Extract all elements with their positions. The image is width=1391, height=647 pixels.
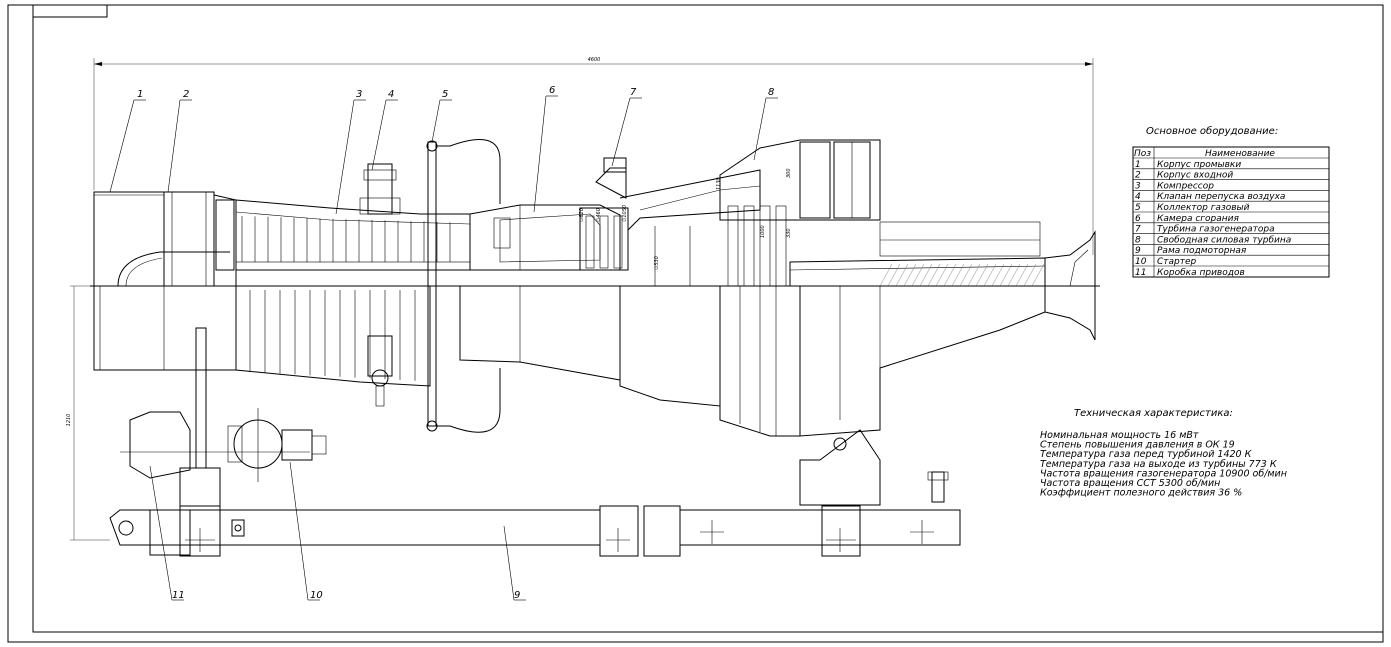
leader-6: 6 xyxy=(549,85,555,96)
height-dimension: 1210 xyxy=(66,285,110,541)
stamp-box xyxy=(32,4,108,18)
engine-section-upper xyxy=(93,139,1096,287)
leader-5: 5 xyxy=(442,89,448,100)
spec-line: Степень повышения давления в ОК 19 xyxy=(1040,440,1235,451)
leader-3: 3 xyxy=(356,89,362,100)
leader-1: 1 xyxy=(137,89,143,100)
dim-330: 330 xyxy=(786,228,792,238)
leader-2: 2 xyxy=(183,89,189,100)
dim-1050: ∅1050 xyxy=(622,205,628,222)
overall-dimension-label: 4600 xyxy=(588,57,601,63)
equipment-row-pos: 1 xyxy=(1135,160,1141,170)
dim-530: ∅530 xyxy=(654,256,660,270)
equipment-row-pos: 7 xyxy=(1135,225,1141,235)
spec-line: Частота вращения газогенератора 10900 об… xyxy=(1040,468,1287,479)
dim-460: ∅460 xyxy=(596,208,602,222)
spec-line: Номинальная мощность 16 мВт xyxy=(1040,430,1199,441)
equipment-row-name: Турбина газогенератора xyxy=(1157,225,1275,235)
outer-frame xyxy=(7,4,1384,643)
equipment-row-pos: 6 xyxy=(1135,214,1141,224)
equipment-row-pos: 8 xyxy=(1135,235,1141,245)
equipment-row-pos: 10 xyxy=(1135,257,1147,267)
leader-9: 9 xyxy=(514,590,520,601)
equipment-row-name: Камера сгорания xyxy=(1157,214,1239,224)
overall-dimension: 4600 xyxy=(93,57,1094,255)
leaders xyxy=(109,95,778,601)
spec-line: Температура газа на выходе из турбины 77… xyxy=(1040,459,1278,470)
equipment-row-pos: 3 xyxy=(1135,181,1141,191)
leader-11: 11 xyxy=(172,590,185,601)
equipment-row-name: Компрессор xyxy=(1157,181,1214,191)
equipment-header-pos: Поз xyxy=(1134,149,1151,159)
equipment-row-name: Коллектор газовый xyxy=(1157,203,1250,213)
leader-numbers: 1 2 3 4 5 6 7 8 9 10 11 xyxy=(137,85,774,601)
gearbox-and-starter xyxy=(120,327,327,507)
specs-block: Техническая характеристика: Номинальная … xyxy=(1040,408,1287,499)
dim-1130: 1130 xyxy=(716,177,722,190)
equipment-row-name: Коробка приводов xyxy=(1157,268,1245,278)
equipment-row-pos: 5 xyxy=(1135,203,1141,213)
spec-line: Температура газа перед турбиной 1420 К xyxy=(1040,449,1253,460)
equipment-row-pos: 2 xyxy=(1135,171,1141,181)
dim-620: ∅620 xyxy=(579,208,585,222)
equipment-header-name: Наименование xyxy=(1205,149,1275,159)
equipment-row-pos: 9 xyxy=(1135,246,1141,256)
height-dimension-label: 1210 xyxy=(66,414,72,427)
leader-7: 7 xyxy=(630,87,637,98)
equipment-title: Основное оборудование: xyxy=(1146,125,1278,137)
engine-outline-lower xyxy=(93,285,1096,437)
engine-frame xyxy=(109,505,961,557)
equipment-row-name: Стартер xyxy=(1157,257,1197,267)
equipment-table: Основное оборудование: Поз Наименование … xyxy=(1132,125,1330,278)
equipment-row-name: Рама подмоторная xyxy=(1157,246,1247,256)
rear-support xyxy=(799,286,949,506)
dim-300: 300 xyxy=(786,168,792,178)
leader-10: 10 xyxy=(310,590,323,601)
equipment-row-name: Свободная силовая турбина xyxy=(1157,235,1291,245)
equipment-row-name: Клапан перепуска воздуха xyxy=(1157,192,1285,202)
equipment-row-name: Корпус промывки xyxy=(1157,160,1241,170)
spec-line: Частота вращения ССТ 5300 об/мин xyxy=(1040,478,1220,489)
equipment-row-name: Корпус входной xyxy=(1157,171,1233,181)
equipment-row-pos: 11 xyxy=(1135,268,1146,278)
dim-1000: 1000 xyxy=(760,225,766,238)
spec-line: Коэффициент полезного действия 36 % xyxy=(1040,488,1242,499)
small-dimensions: ∅620 ∅1050 ∅530 ∅460 300 1000 330 1130 xyxy=(579,168,792,270)
inner-frame xyxy=(32,4,1384,633)
leader-4: 4 xyxy=(388,89,394,100)
specs-title: Техническая характеристика: xyxy=(1074,408,1233,419)
leader-8: 8 xyxy=(768,87,774,98)
equipment-row-pos: 4 xyxy=(1135,192,1141,202)
